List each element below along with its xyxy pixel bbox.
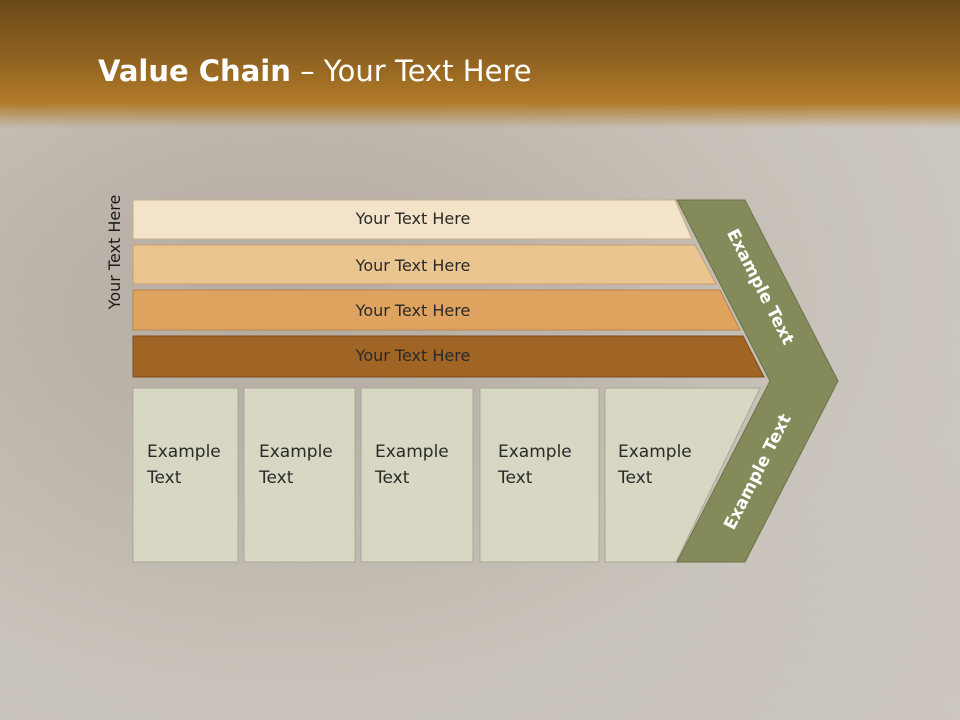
bar-2-label: Your Text Here bbox=[355, 256, 471, 275]
box-2 bbox=[243, 387, 356, 563]
bar-3-label: Your Text Here bbox=[355, 301, 471, 320]
title-banner bbox=[0, 0, 960, 128]
bar-4-label: Your Text Here bbox=[355, 346, 471, 365]
box-1-line2: Text bbox=[147, 468, 182, 488]
bar-1-label: Your Text Here bbox=[355, 209, 471, 228]
title-bold: Value Chain bbox=[98, 54, 291, 88]
box-1-line1: Example bbox=[147, 442, 221, 462]
bar-3 bbox=[132, 289, 741, 331]
box-4 bbox=[479, 387, 600, 563]
box-5-line1: Example bbox=[618, 442, 692, 462]
box-3-line2: Text bbox=[375, 468, 410, 488]
title-rest: – Your Text Here bbox=[290, 54, 532, 88]
box-2-line1: Example bbox=[259, 442, 333, 462]
box-3 bbox=[360, 387, 474, 563]
box-4-line2: Text bbox=[498, 468, 533, 488]
bar-1 bbox=[132, 199, 693, 240]
chevron-arrow bbox=[676, 199, 839, 563]
box-5 bbox=[604, 387, 761, 563]
box-5-line2: Text bbox=[618, 468, 653, 488]
box-4-line1: Example bbox=[498, 442, 572, 462]
box-1 bbox=[132, 387, 239, 563]
bar-2 bbox=[132, 244, 717, 285]
box-3-line1: Example bbox=[375, 442, 449, 462]
bar-4 bbox=[132, 335, 765, 378]
slide-title: Value Chain – Your Text Here bbox=[98, 54, 532, 88]
box-2-line2: Text bbox=[259, 468, 294, 488]
